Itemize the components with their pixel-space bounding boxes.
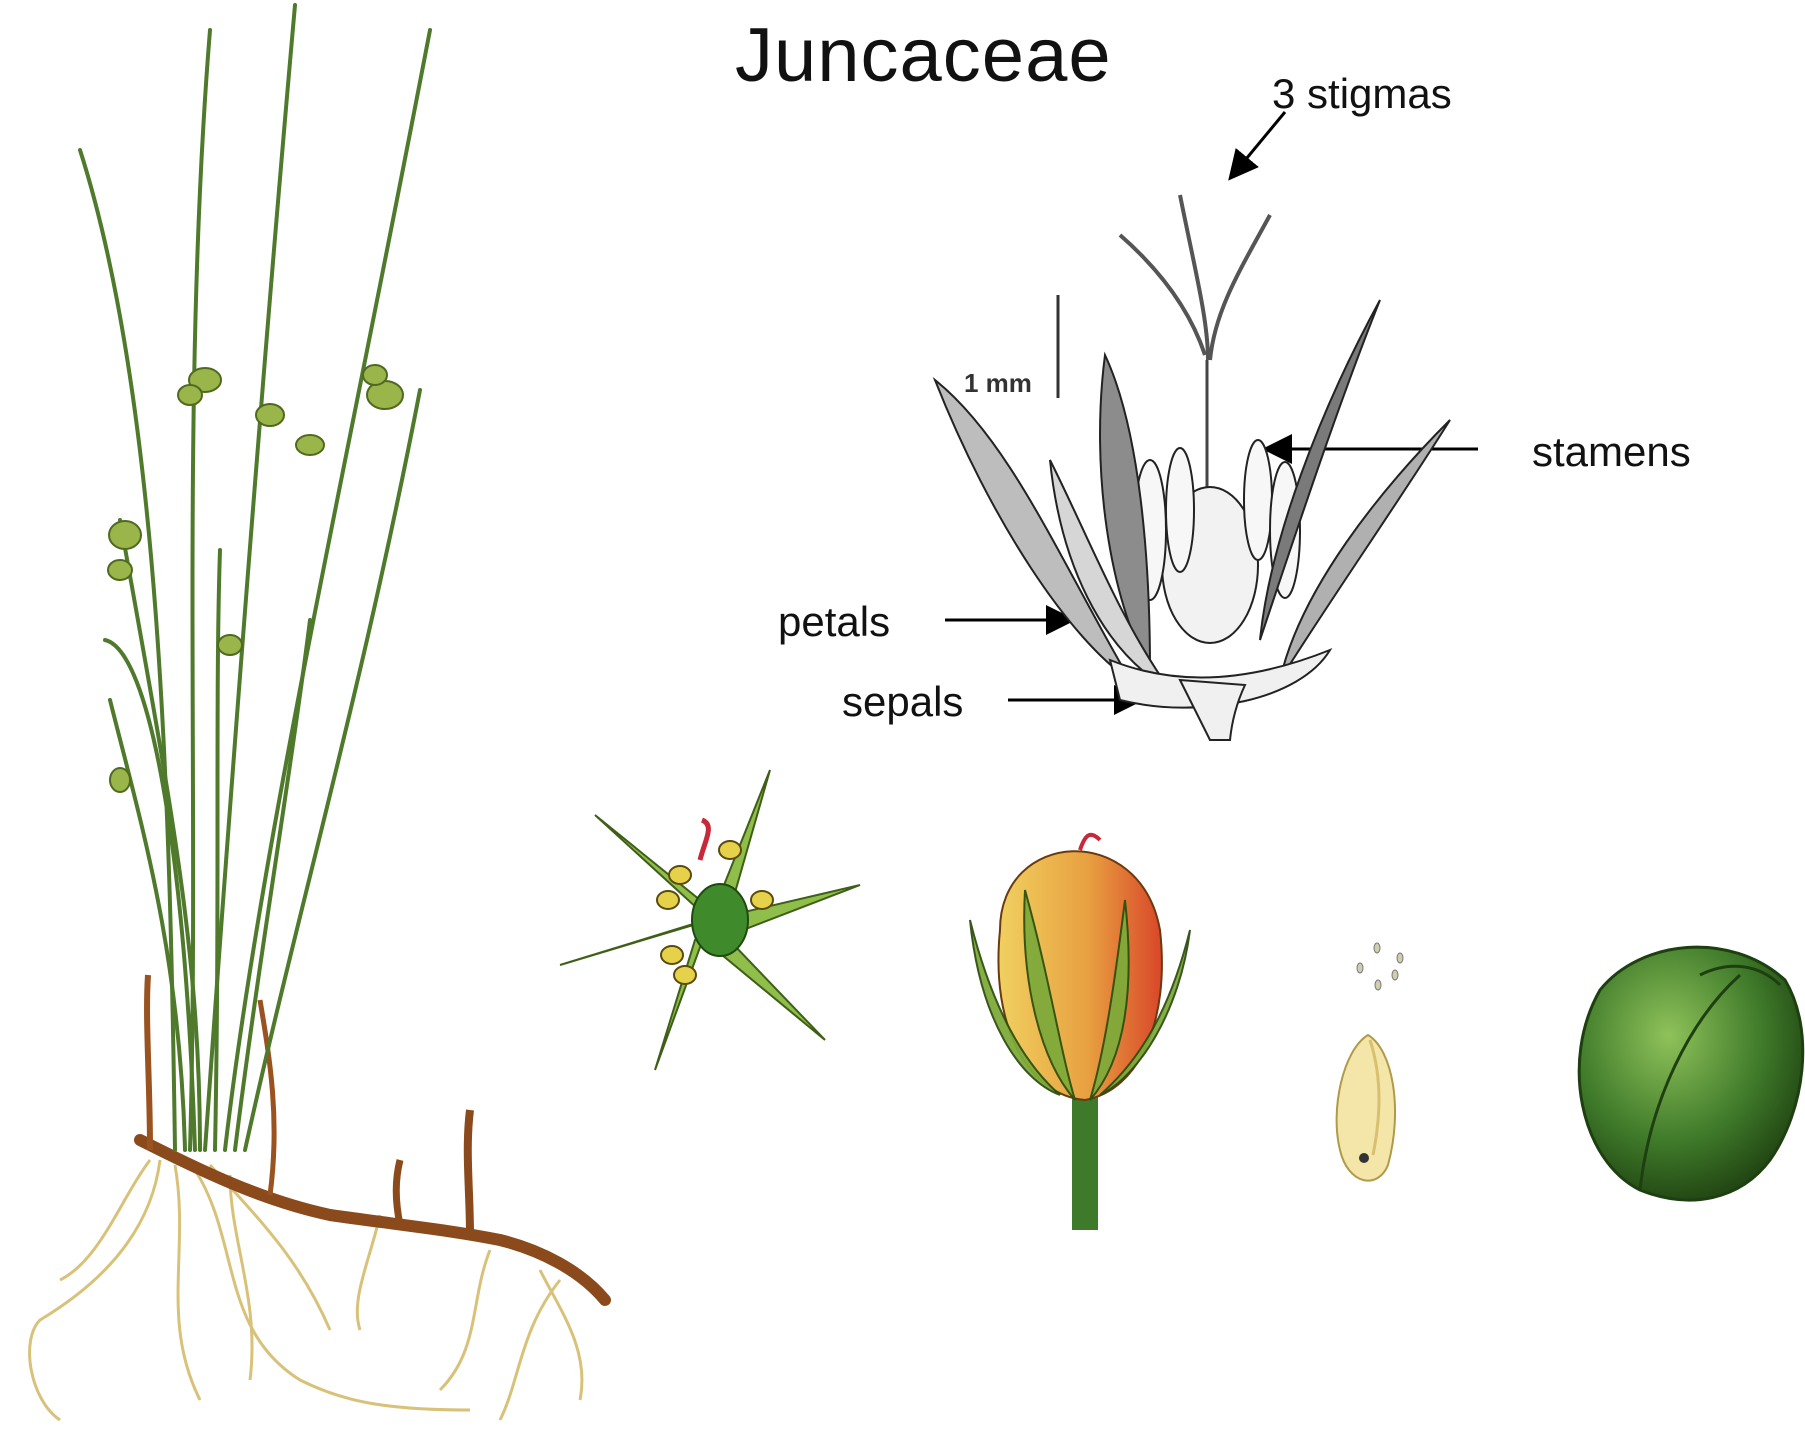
juncus-plant-illustration	[30, 5, 605, 1420]
scale-bar-label: 1 mm	[964, 368, 1032, 399]
capsule-illustration	[970, 835, 1190, 1230]
label-sepals: sepals	[842, 678, 963, 726]
small-seeds-illustration	[1357, 943, 1403, 990]
rhizome-stem	[147, 975, 150, 1150]
stigmas-arrow	[1232, 112, 1285, 176]
green-seed-illustration	[1579, 947, 1803, 1200]
label-petals: petals	[778, 598, 890, 646]
culms	[80, 5, 430, 1150]
label-stamens: stamens	[1532, 428, 1691, 476]
label-stigmas: 3 stigmas	[1272, 70, 1452, 118]
stigmas	[1120, 195, 1270, 360]
rhizome-shoot	[396, 1160, 400, 1225]
rhizome	[140, 1140, 605, 1300]
open-flower-illustration	[560, 770, 860, 1070]
diagram-title: Juncaceae	[735, 12, 1112, 99]
seed-detail-illustration	[1337, 1035, 1395, 1181]
roots	[30, 1160, 582, 1420]
rhizome-shoot	[468, 1110, 470, 1235]
flower-line-drawing	[935, 195, 1450, 740]
